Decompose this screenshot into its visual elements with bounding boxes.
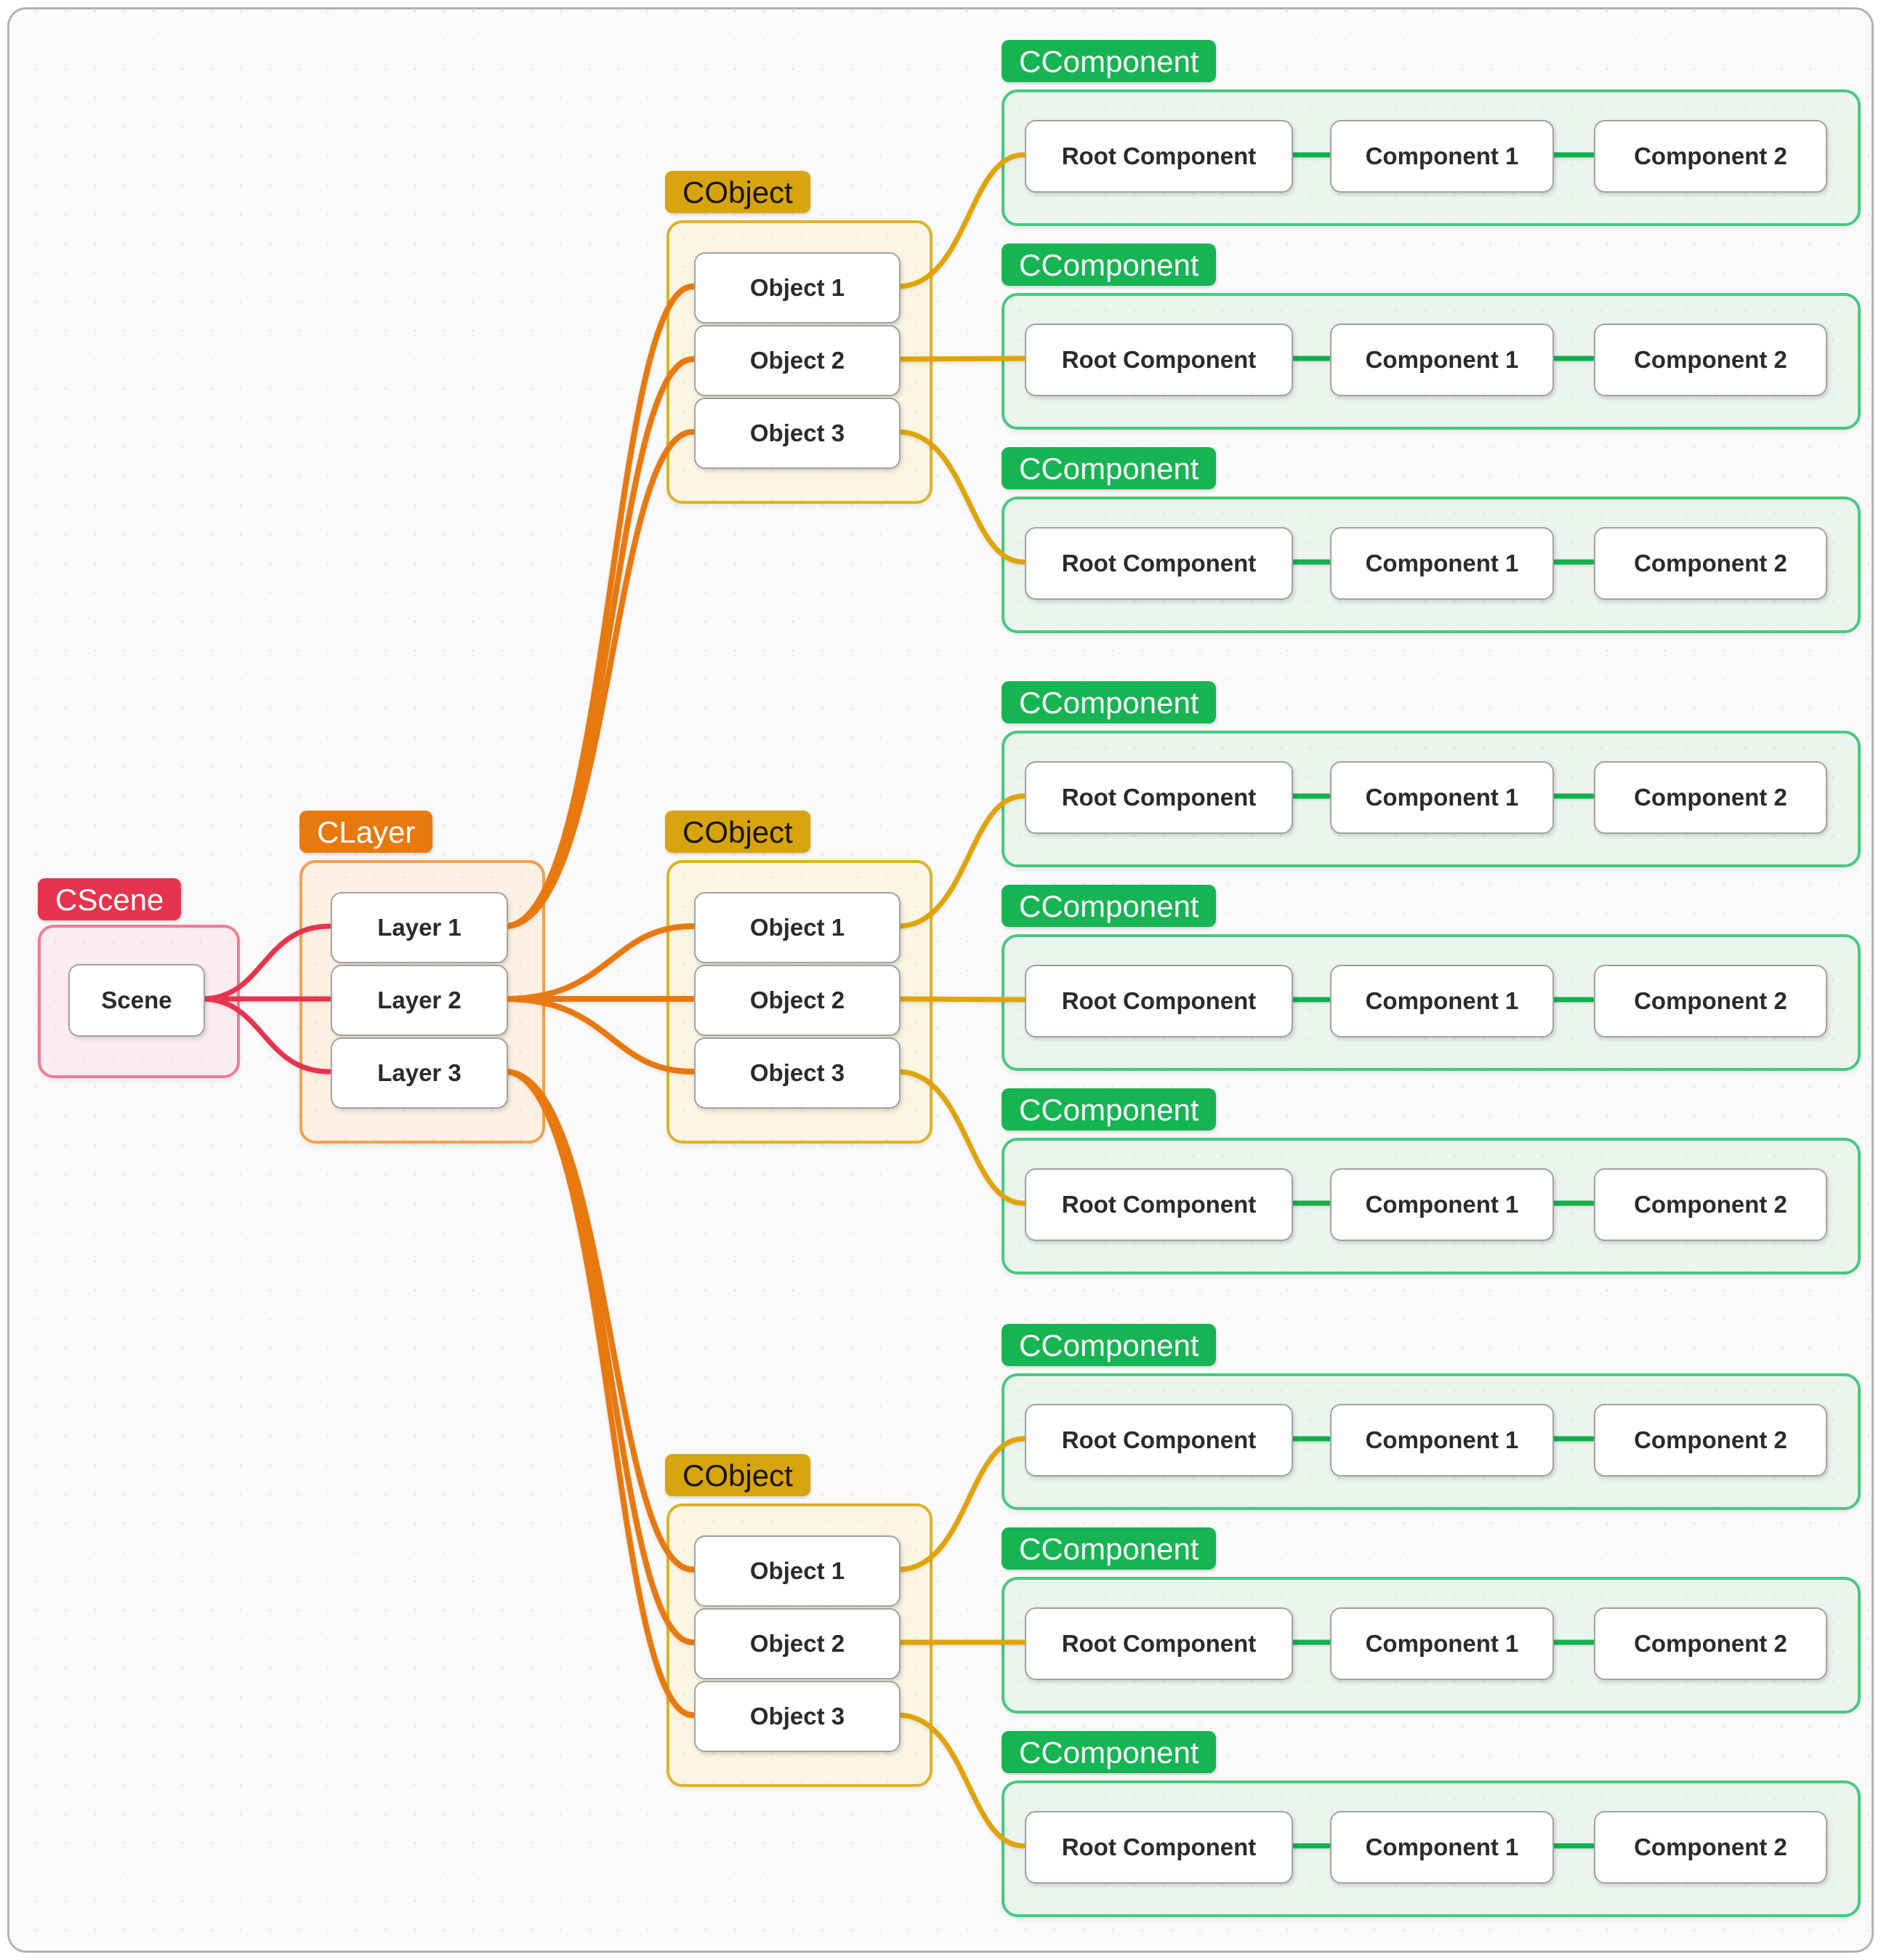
ccomponent-badge: CComponent xyxy=(1002,1088,1217,1130)
object-3-node: Object 3 xyxy=(694,398,901,469)
component-2-node: Component 2 xyxy=(1594,1404,1827,1477)
layer-1-node: Layer 1 xyxy=(331,892,508,963)
root-component-node: Root Component xyxy=(1025,1607,1293,1680)
component-2-node: Component 2 xyxy=(1594,1811,1827,1884)
component-1-node: Component 1 xyxy=(1330,761,1554,834)
clayer-badge: CLayer xyxy=(299,811,433,853)
edge-object3-root3 xyxy=(895,429,1026,565)
edge-object2-root5 xyxy=(895,996,1026,1003)
component-1-node: Component 1 xyxy=(1330,324,1554,396)
ccomponent-badge: CComponent xyxy=(1002,447,1217,489)
component-2-node: Component 2 xyxy=(1594,1168,1827,1241)
component-2-node: Component 2 xyxy=(1594,1607,1827,1680)
root-component-node: Root Component xyxy=(1025,1168,1293,1241)
edge-layer3-object3 xyxy=(502,1069,696,1718)
ccomponent-badge: CComponent xyxy=(1002,40,1217,82)
component-1-node: Component 1 xyxy=(1330,527,1554,600)
edge-object1-root4 xyxy=(895,793,1026,929)
layer-2-node: Layer 2 xyxy=(331,965,508,1036)
object-2-node: Object 2 xyxy=(694,1608,901,1679)
object-group-2: CObject Object 1 Object 2 Object 3 xyxy=(665,811,933,1144)
scene-group: CScene Scene xyxy=(38,878,240,1078)
ccomponent-badge: CComponent xyxy=(1002,1527,1217,1570)
root-component-node: Root Component xyxy=(1025,324,1293,396)
ccomponent-badge: CComponent xyxy=(1002,244,1217,286)
layer-3-node: Layer 3 xyxy=(331,1037,508,1109)
edge-layer3-object2 xyxy=(502,1069,696,1645)
component-2-node: Component 2 xyxy=(1594,965,1827,1037)
root-component-node: Root Component xyxy=(1025,527,1293,600)
object-2-node: Object 2 xyxy=(694,965,901,1036)
root-component-node: Root Component xyxy=(1025,120,1293,193)
component-1-node: Component 1 xyxy=(1330,120,1554,193)
component-1-node: Component 1 xyxy=(1330,1404,1554,1477)
root-component-node: Root Component xyxy=(1025,965,1293,1037)
cobject-badge: CObject xyxy=(665,1454,810,1496)
object-2-node: Object 2 xyxy=(694,325,901,396)
component-1-node: Component 1 xyxy=(1330,1607,1554,1680)
component-group-6: CComponent Root Component Component 1 Co… xyxy=(1002,1088,1861,1274)
object-1-node: Object 1 xyxy=(694,892,901,963)
object-1-node: Object 1 xyxy=(694,252,901,324)
ccomponent-badge: CComponent xyxy=(1002,885,1217,927)
component-1-node: Component 1 xyxy=(1330,1168,1554,1241)
component-group-7: CComponent Root Component Component 1 Co… xyxy=(1002,1324,1861,1510)
component-group-4: CComponent Root Component Component 1 Co… xyxy=(1002,681,1861,867)
object-3-node: Object 3 xyxy=(694,1037,901,1109)
component-group-1: CComponent Root Component Component 1 Co… xyxy=(1002,40,1861,226)
cobject-badge: CObject xyxy=(665,171,810,213)
scene-node: Scene xyxy=(68,964,205,1037)
edge-object2-root2 xyxy=(895,356,1026,362)
component-group-5: CComponent Root Component Component 1 Co… xyxy=(1002,885,1861,1071)
component-2-node: Component 2 xyxy=(1594,120,1827,193)
component-2-node: Component 2 xyxy=(1594,324,1827,396)
object-1-node: Object 1 xyxy=(694,1535,901,1607)
component-2-node: Component 2 xyxy=(1594,527,1827,600)
ccomponent-badge: CComponent xyxy=(1002,1731,1217,1773)
root-component-node: Root Component xyxy=(1025,1404,1293,1477)
component-1-node: Component 1 xyxy=(1330,965,1554,1037)
ccomponent-badge: CComponent xyxy=(1002,681,1217,723)
layer-group: CLayer Layer 1 Layer 2 Layer 3 xyxy=(299,811,545,1144)
cobject-badge: CObject xyxy=(665,811,810,853)
edge-scene-layer3 xyxy=(199,996,332,1075)
edge-layer2-object1 xyxy=(502,923,696,1002)
edge-object3-root6 xyxy=(895,1069,1026,1206)
object-group-3: CObject Object 1 Object 2 Object 3 xyxy=(665,1454,933,1787)
object-group-1: CObject Object 1 Object 2 Object 3 xyxy=(665,171,933,504)
edge-object1-root1 xyxy=(895,152,1026,289)
root-component-node: Root Component xyxy=(1025,761,1293,834)
edge-scene-layer1 xyxy=(199,923,332,1002)
cscene-badge: CScene xyxy=(38,878,182,920)
root-component-node: Root Component xyxy=(1025,1811,1293,1884)
edge-layer2-object3 xyxy=(502,996,696,1075)
component-group-3: CComponent Root Component Component 1 Co… xyxy=(1002,447,1861,633)
ccomponent-badge: CComponent xyxy=(1002,1324,1217,1366)
component-group-2: CComponent Root Component Component 1 Co… xyxy=(1002,244,1861,430)
edge-layer1-object3 xyxy=(502,429,696,929)
component-1-node: Component 1 xyxy=(1330,1811,1554,1884)
component-group-8: CComponent Root Component Component 1 Co… xyxy=(1002,1527,1861,1714)
object-3-node: Object 3 xyxy=(694,1681,901,1752)
component-2-node: Component 2 xyxy=(1594,761,1827,834)
edge-object3-root9 xyxy=(895,1712,1026,1849)
component-group-9: CComponent Root Component Component 1 Co… xyxy=(1002,1731,1861,1917)
edge-object1-root7 xyxy=(895,1436,1026,1573)
